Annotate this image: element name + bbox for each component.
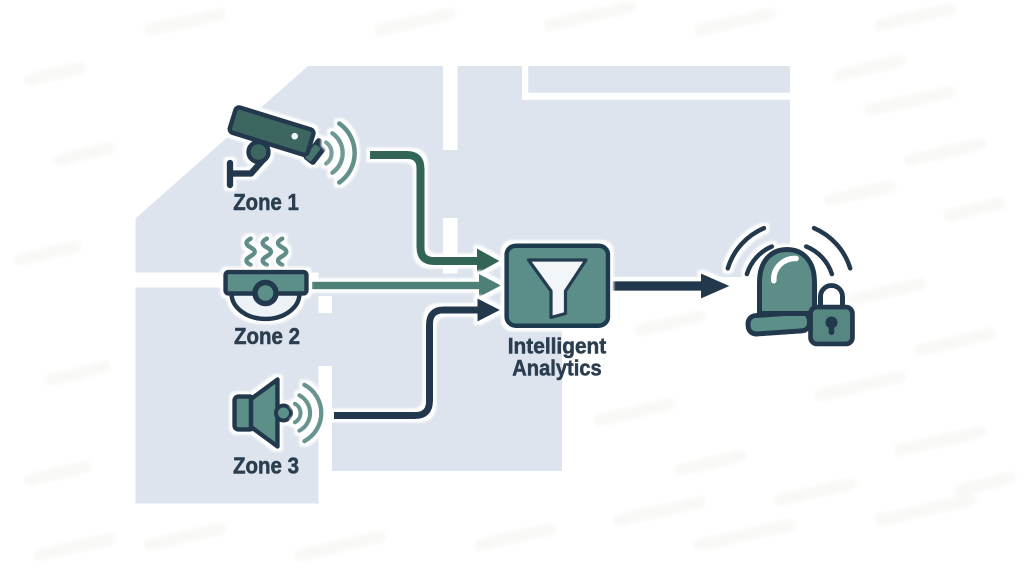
svg-text:Intelligent: Intelligent [508,334,607,359]
svg-text:Zone 3: Zone 3 [233,453,299,479]
svg-text:Zone 1: Zone 1 [233,189,299,215]
svg-text:Zone 2: Zone 2 [234,323,300,349]
svg-text:Analytics: Analytics [512,356,602,381]
